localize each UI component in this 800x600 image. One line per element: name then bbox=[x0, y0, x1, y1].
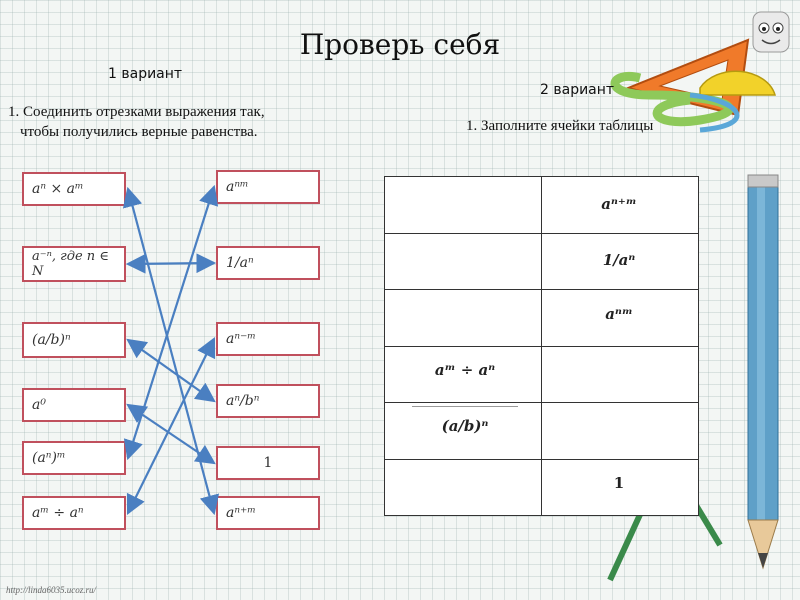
answer-cell-4: aᵐ ÷ aⁿ bbox=[412, 352, 518, 388]
answer-cell-1: aⁿ⁺ᵐ bbox=[566, 186, 672, 222]
left-expression-2[interactable]: a⁻ⁿ, где n ∈ N bbox=[22, 246, 126, 282]
connection-arrow bbox=[122, 186, 220, 516]
connection-arrow bbox=[126, 337, 216, 515]
left-expression-6[interactable]: aᵐ ÷ aⁿ bbox=[22, 496, 126, 530]
page-title: Проверь себя bbox=[299, 28, 501, 61]
right-expression-4[interactable]: aⁿ/bⁿ bbox=[216, 384, 320, 418]
table-cell[interactable] bbox=[541, 345, 699, 403]
connection-arrow bbox=[126, 403, 216, 465]
right-expression-5[interactable]: 1 bbox=[216, 446, 320, 480]
variant2-task-line: 1. Заполните ячейки таблицы bbox=[466, 118, 654, 134]
source-link[interactable]: http://linda6035.ucoz.ru/ bbox=[6, 585, 96, 595]
answer-cell-5: (a/b)ⁿ bbox=[412, 406, 518, 444]
table-cell[interactable] bbox=[384, 289, 542, 347]
variant1-task-line2: чтобы получились верные равенства. bbox=[20, 124, 258, 140]
connection-arrow bbox=[125, 253, 217, 274]
variant2-label: 2 вариант bbox=[540, 82, 615, 98]
answer-cell-6: 1 bbox=[566, 466, 672, 500]
answer-cell-2: 1/aⁿ bbox=[566, 238, 672, 282]
variant1-task-line1: 1. Соединить отрезками выражения так, bbox=[8, 104, 265, 120]
connection-arrow bbox=[123, 184, 219, 461]
answer-cell-3: aⁿᵐ bbox=[566, 296, 672, 332]
right-expression-3[interactable]: aⁿ⁻ᵐ bbox=[216, 322, 320, 356]
table-cell[interactable] bbox=[541, 402, 699, 460]
table-cell[interactable] bbox=[384, 232, 542, 290]
left-expression-4[interactable]: a⁰ bbox=[22, 388, 126, 422]
left-expression-5[interactable]: (aⁿ)ᵐ bbox=[22, 441, 126, 475]
variant2-table bbox=[384, 176, 699, 516]
table-cell[interactable] bbox=[384, 176, 542, 234]
left-expression-1[interactable]: aⁿ × aᵐ bbox=[22, 172, 126, 206]
table-cell[interactable] bbox=[384, 458, 542, 516]
right-expression-2[interactable]: 1/aⁿ bbox=[216, 246, 320, 280]
variant1-label: 1 вариант bbox=[108, 66, 183, 82]
